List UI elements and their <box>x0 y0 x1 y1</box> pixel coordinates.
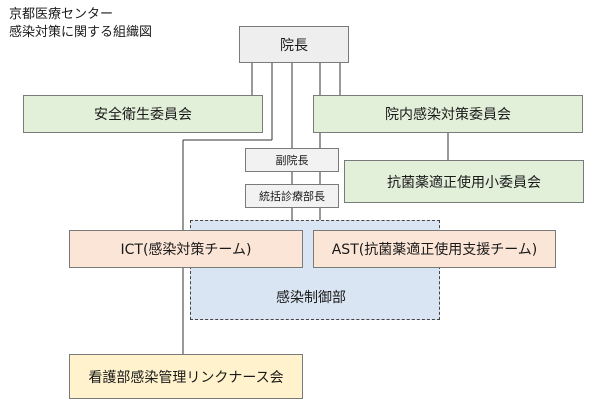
general-medical-director-label: 統括診療部長 <box>259 190 325 203</box>
infection-committee-box: 院内感染対策委員会 <box>313 95 583 133</box>
ict-box: ICT(感染対策チーム) <box>69 230 303 268</box>
director-box: 院長 <box>239 26 349 63</box>
org-name: 京都医療センター <box>9 7 114 22</box>
nursing-link-nurse-label: 看護部感染管理リンクナース会 <box>88 369 284 386</box>
safety-committee-box: 安全衛生委員会 <box>23 95 263 133</box>
antimicrobial-subcommittee-label: 抗菌薬適正使用小委員会 <box>387 174 541 191</box>
infection-control-dept-label: 感染制御部 <box>276 290 346 306</box>
ast-box: AST(抗菌薬適正使用支援チーム) <box>313 230 556 268</box>
antimicrobial-subcommittee-box: 抗菌薬適正使用小委員会 <box>344 160 584 203</box>
safety-committee-label: 安全衛生委員会 <box>94 107 192 123</box>
infection-committee-label: 院内感染対策委員会 <box>385 107 511 123</box>
ast-label: AST(抗菌薬適正使用支援チーム) <box>331 242 538 258</box>
director-label: 院長 <box>280 37 308 54</box>
vice-director-box: 副院長 <box>245 148 339 172</box>
ict-label: ICT(感染対策チーム) <box>120 242 252 258</box>
nursing-link-nurse-box: 看護部感染管理リンクナース会 <box>69 354 303 399</box>
general-medical-director-box: 統括診療部長 <box>245 184 339 208</box>
vice-director-label: 副院長 <box>275 154 309 167</box>
chart-title: 感染対策に関する組織図 <box>9 25 153 40</box>
